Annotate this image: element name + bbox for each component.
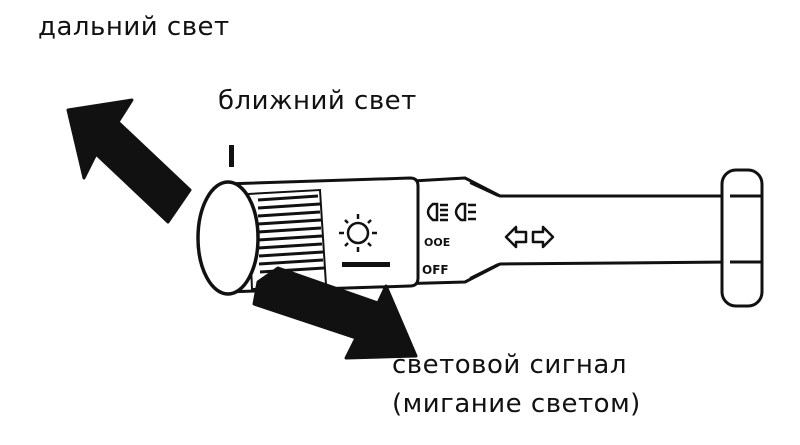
stalk-end-cap xyxy=(720,168,764,308)
parking-light-icon xyxy=(454,202,476,222)
headlight-flash-label: световой сигнал xyxy=(392,350,627,380)
off-marking: OFF xyxy=(422,263,449,277)
headlight-beam-icon xyxy=(426,202,448,222)
rotary-knob-face xyxy=(196,180,260,296)
knurled-ring xyxy=(246,188,328,291)
high-beam-arrow xyxy=(66,98,192,224)
low-beam-position-mark xyxy=(229,145,234,167)
high-beam-label: дальний свет xyxy=(38,12,230,42)
headlight-flash-arrow xyxy=(252,266,418,360)
fog-marking: OOE xyxy=(424,236,450,249)
low-beam-label: ближний свет xyxy=(218,86,417,116)
turn-signal-arrows-icon xyxy=(504,225,555,249)
light-sun-icon xyxy=(339,214,377,252)
position-indicator-bar xyxy=(342,262,390,267)
headlight-flash-sublabel: (мигание светом) xyxy=(392,389,641,419)
